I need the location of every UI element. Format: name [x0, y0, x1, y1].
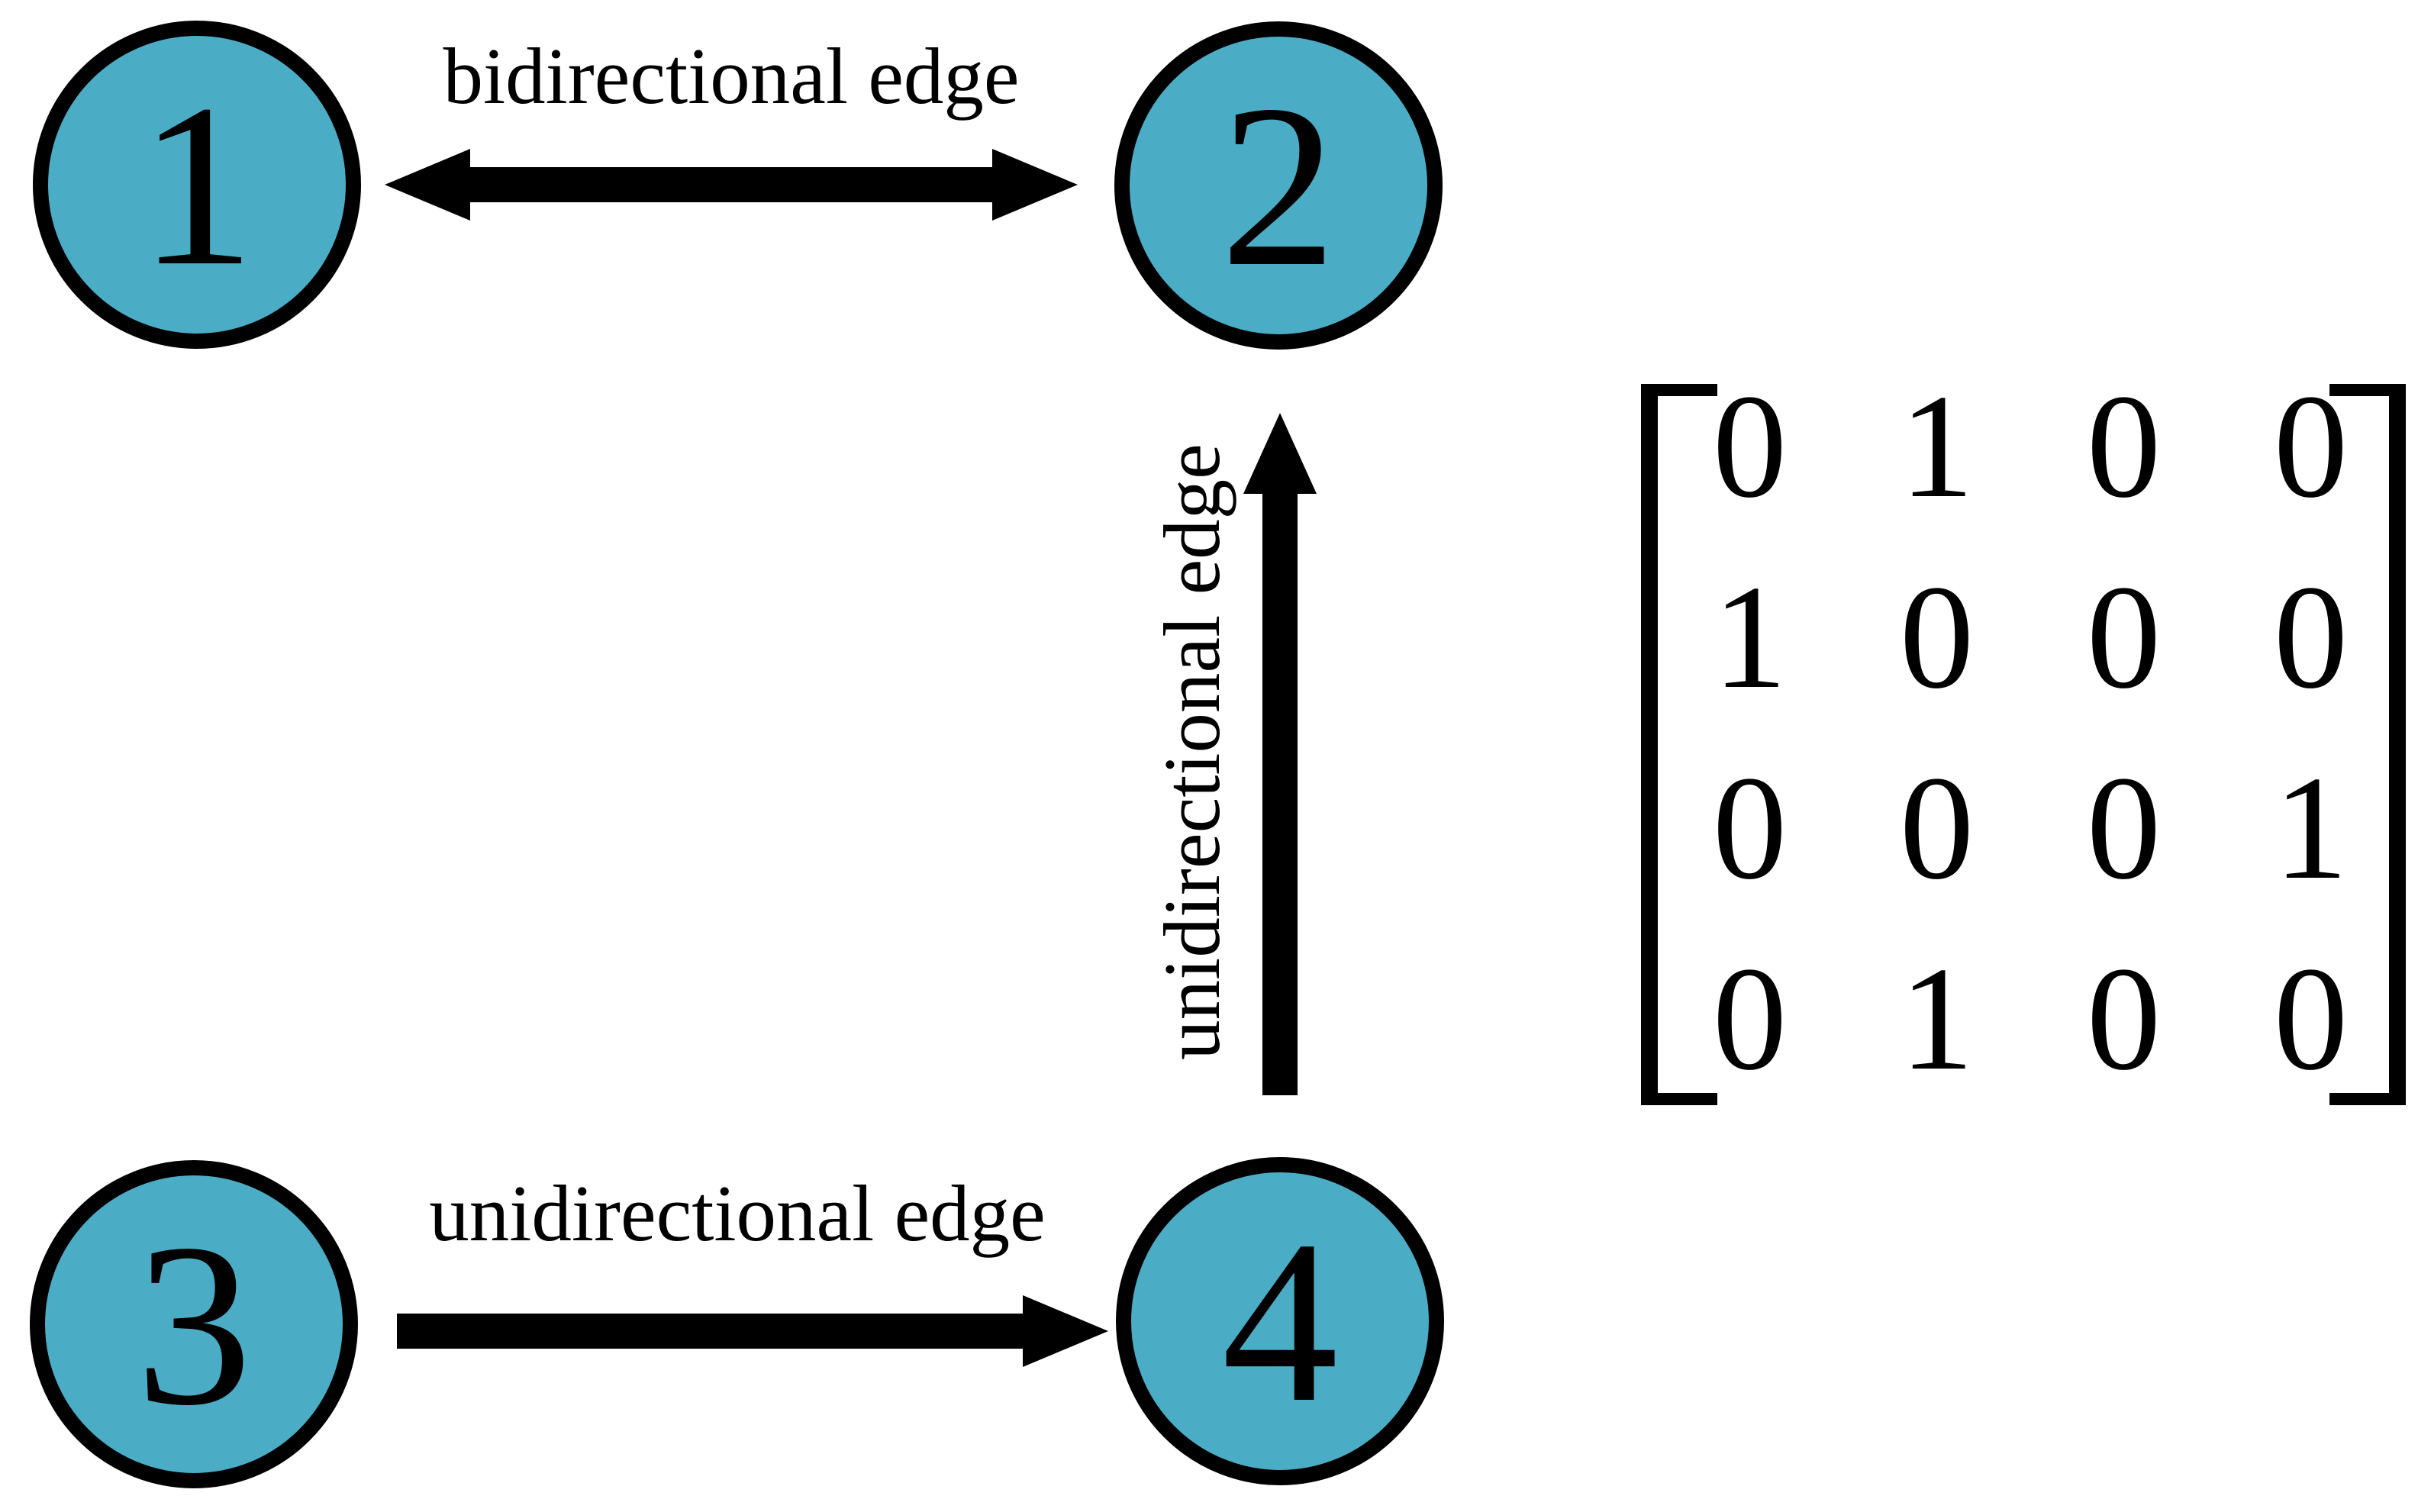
matrix-cell-r4c4: 0 — [2273, 936, 2349, 1101]
matrix-cell-r4c3: 0 — [2086, 936, 2162, 1101]
unidirectional-edge-bottom-shaft — [397, 1314, 1029, 1349]
matrix-cell-r3c4: 1 — [2273, 745, 2349, 911]
graph-node-1: 1 — [33, 21, 361, 349]
bidirectional-edge-shaft — [462, 167, 1004, 202]
unidirectional-edge-vertical-shaft — [1262, 488, 1298, 1095]
matrix-cell-r2c2: 0 — [1899, 554, 1975, 720]
matrix-cell-r3c3: 0 — [2086, 745, 2162, 911]
matrix-cell-r4c2: 1 — [1899, 936, 1975, 1101]
adjacency-matrix: 0 1 0 0 1 0 0 0 0 0 0 1 0 1 0 0 — [1656, 351, 2404, 1114]
graph-node-2: 2 — [1114, 21, 1443, 350]
matrix-cell-r3c1: 0 — [1712, 745, 1788, 911]
node-2-label: 2 — [1220, 56, 1337, 314]
matrix-bracket-right — [2329, 384, 2406, 1105]
matrix-cell-r1c2: 1 — [1899, 363, 1975, 529]
node-3-label: 3 — [135, 1194, 253, 1453]
matrix-cell-r2c4: 0 — [2273, 554, 2349, 720]
graph-node-3: 3 — [30, 1160, 358, 1488]
matrix-cell-r3c2: 0 — [1899, 745, 1975, 911]
arrowhead-right-icon — [992, 149, 1078, 221]
unidirectional-edge-vertical-label: unidirectional edge — [1147, 443, 1236, 1060]
arrowhead-left-icon — [385, 149, 470, 221]
arrowhead-up-icon — [1243, 413, 1317, 494]
graph-node-4: 4 — [1116, 1157, 1444, 1485]
matrix-cell-r1c4: 0 — [2273, 363, 2349, 529]
matrix-cell-r1c1: 0 — [1712, 363, 1788, 529]
matrix-cell-r2c3: 0 — [2086, 554, 2162, 720]
matrix-cell-r4c1: 0 — [1712, 936, 1788, 1101]
node-1-label: 1 — [138, 55, 256, 314]
bidirectional-edge-label: bidirectional edge — [443, 31, 1020, 121]
matrix-bracket-left — [1641, 384, 1717, 1105]
arrowhead-right-icon — [1023, 1295, 1108, 1367]
matrix-cell-r2c1: 1 — [1712, 554, 1788, 720]
node-4-label: 4 — [1221, 1191, 1339, 1450]
matrix-cell-r1c3: 0 — [2086, 363, 2162, 529]
unidirectional-edge-bottom-label: unidirectional edge — [429, 1169, 1046, 1258]
